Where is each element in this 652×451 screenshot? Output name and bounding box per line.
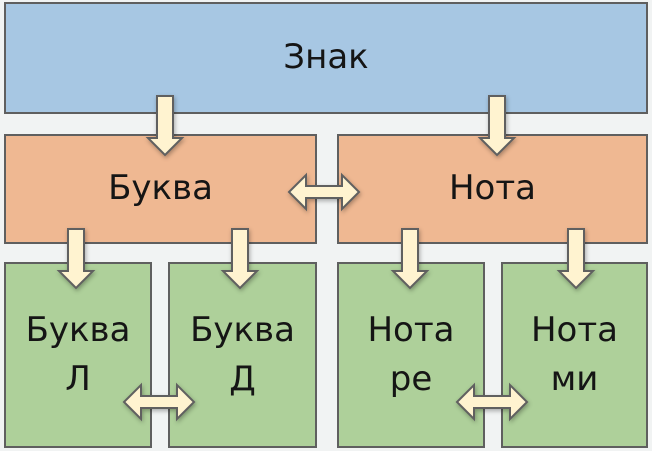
node-letter-d-line1: Буква [190,309,295,350]
node-note-re-line1: Нота [367,309,455,350]
arrow-down-icon [147,95,183,156]
node-letter: Буква [4,134,317,244]
arrow-down-icon [222,228,258,289]
node-letter-l-line1: Буква [25,309,131,350]
node-sign-label: Знак [283,37,369,78]
arrow-down-icon [392,228,428,289]
node-letter-l-line2: Л [65,359,91,399]
node-letter-d-line2: Д [229,359,256,399]
node-note-label: Нота [448,168,536,209]
double-arrow-icon [123,384,195,420]
double-arrow-icon [288,174,360,210]
node-note-mi-line2: ми [550,359,599,399]
node-note-re-line2: ре [389,359,433,399]
arrow-down-icon [479,95,515,156]
node-note-re: Нота ре [337,262,485,448]
node-letter-label: Буква [108,168,213,209]
node-sign: Знак [4,2,648,114]
arrow-down-icon [58,228,94,289]
node-note-mi-line1: Нота [530,309,618,350]
double-arrow-icon [456,384,528,420]
node-note: Нота [337,134,648,244]
arrow-down-icon [558,228,594,289]
